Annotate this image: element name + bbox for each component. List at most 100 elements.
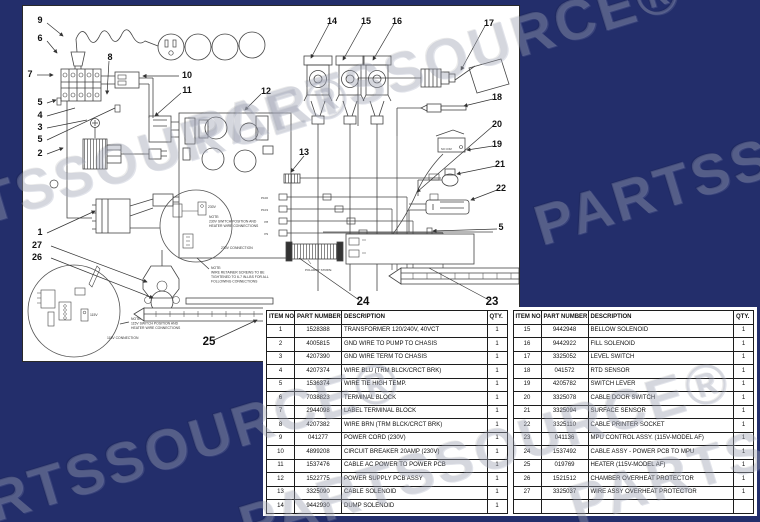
- table-cell: TRANSFORMER 120/240V, 40VCT: [341, 323, 488, 338]
- label-p8: P8: [264, 220, 268, 224]
- table-row: [512, 499, 754, 514]
- table-cell: WIRE TIE HIGH TEMP.: [341, 377, 488, 392]
- table-cell: 10: [266, 445, 295, 460]
- column-header: PART NUMBER: [540, 310, 589, 325]
- table-cell: 4207374: [294, 364, 342, 379]
- table-cell: 019769: [540, 458, 589, 473]
- table-cell: 15: [512, 323, 542, 338]
- table-cell: 1: [733, 404, 754, 419]
- column-header: QTY.: [733, 310, 754, 325]
- table-cell: 1: [733, 472, 754, 487]
- table-cell: 22: [512, 418, 542, 433]
- surface-sensor-icon: [417, 168, 459, 196]
- column-header: DESCRIPTION: [341, 310, 488, 325]
- table-cell: RTD SENSOR: [587, 364, 734, 379]
- watermark-text: PARTSSOURCE®: [526, 47, 760, 259]
- table-cell: SURFACE SENSOR: [587, 404, 734, 419]
- column-header: ITEM NO.: [512, 310, 542, 325]
- table-cell: 1: [486, 404, 508, 419]
- table-cell: 1: [486, 418, 508, 433]
- table-cell: 041277: [294, 431, 342, 446]
- level-switch-icon: [357, 58, 510, 126]
- heater-left-icon: [133, 297, 274, 322]
- table-cell: 3325110: [540, 418, 589, 433]
- table-cell: 3325052: [540, 350, 589, 365]
- table-cell: CABLE SOLENOID: [341, 485, 488, 500]
- note-230v: NOTE:: [209, 215, 219, 219]
- plug-faces-icon: [157, 31, 266, 61]
- table-cell: 3: [266, 350, 295, 365]
- mpu-control-icon: [345, 233, 475, 265]
- table-cell: 1528388: [294, 323, 342, 338]
- wiring-diagram-panel: NOTE: 230V SWITCH POSITION AND HEATER WI…: [22, 5, 520, 362]
- table-cell: CABLE AC POWER TO POWER PCB: [341, 458, 488, 473]
- table-cell: LEVEL SWITCH: [587, 350, 734, 365]
- table-cell: 1: [486, 364, 508, 379]
- table-cell: [540, 499, 589, 514]
- table-cell: 1: [486, 377, 508, 392]
- table-cell: WIRE BRN (TRM BLCK/CRCT BRK): [341, 418, 488, 433]
- table-cell: 2944098: [294, 404, 342, 419]
- table-cell: 1: [486, 458, 508, 473]
- table-cell: 1: [486, 391, 508, 406]
- table-cell: 8: [266, 418, 295, 433]
- table-cell: CABLE ASSY - POWER PCB TO MPU: [587, 445, 734, 460]
- table-cell: 1: [733, 350, 754, 365]
- table-cell: 25: [512, 458, 542, 473]
- ground-symbol-icon: [90, 118, 100, 138]
- plug-housing-icon: [70, 51, 86, 69]
- dump-solenoid-icon: [303, 55, 333, 291]
- table-cell: 3325078: [540, 391, 589, 406]
- table-cell: 1: [733, 485, 754, 500]
- table-cell: 11: [266, 458, 295, 473]
- table-cell: BELLOW SOLENOID: [587, 323, 734, 338]
- label-p9: P9: [264, 232, 268, 236]
- table-cell: FILL SOLENOID: [587, 337, 734, 352]
- table-cell: 4: [266, 364, 295, 379]
- table-cell: 1: [486, 323, 508, 338]
- svg-text:TIGHTENED TO 6-7 IN-LBS FOR AL: TIGHTENED TO 6-7 IN-LBS FOR ALL: [211, 275, 269, 279]
- label-115v-connection: 115V CONNECTION: [107, 336, 139, 340]
- table-cell: 1: [486, 485, 508, 500]
- table-cell: 16: [512, 337, 542, 352]
- power-pcb-icon: [178, 112, 292, 259]
- table-cell: 1537492: [540, 445, 589, 460]
- table-cell: 1: [486, 472, 508, 487]
- note-115v: NOTE:: [131, 317, 141, 321]
- table-cell: 23: [512, 431, 542, 446]
- label-230v-connection: 230V CONNECTION: [221, 246, 253, 250]
- label-p103: P103: [261, 208, 268, 212]
- table-cell: CIRCUIT BREAKER 20AMP (230V): [341, 445, 488, 460]
- table-cell: 1: [486, 350, 508, 365]
- table-cell: 1522775: [294, 472, 342, 487]
- wire-tie-icon: [56, 97, 433, 236]
- table-cell: 1: [486, 337, 508, 352]
- table-cell: 20: [512, 391, 542, 406]
- table-cell: 21: [512, 404, 542, 419]
- table-cell: POWER SUPPLY PCB ASSY: [341, 472, 488, 487]
- table-cell: WIRE ASSY OVERHEAT PROTECTOR: [587, 485, 734, 500]
- table-cell: 4207382: [294, 418, 342, 433]
- printer-socket-icon: [408, 193, 470, 232]
- table-cell: [587, 499, 734, 514]
- table-cell: 1: [733, 377, 754, 392]
- table-cell: 1: [733, 445, 754, 460]
- table-cell: MPU CONTROL ASSY. (115V-MODEL AF): [587, 431, 734, 446]
- gnd-wire: [66, 101, 92, 219]
- column-header: PART NUMBER: [294, 310, 342, 325]
- table-cell: 4899208: [294, 445, 342, 460]
- table-cell: 1: [733, 431, 754, 446]
- overheat-protector-icon: [142, 250, 180, 314]
- table-cell: 5: [266, 377, 295, 392]
- table-cell: 1: [733, 458, 754, 473]
